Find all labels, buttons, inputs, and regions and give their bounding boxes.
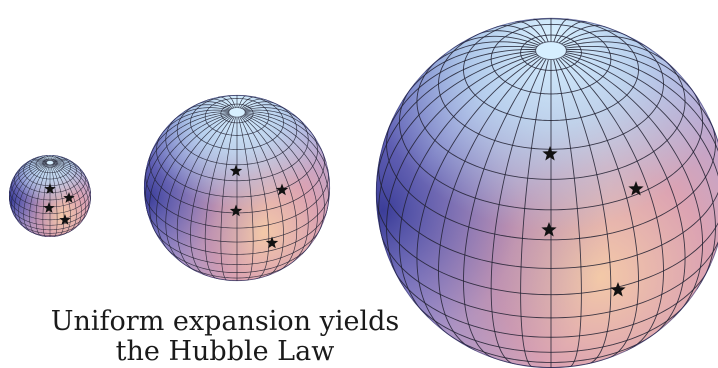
medium-sphere-star-1 — [229, 164, 243, 177]
large-sphere-star-3 — [541, 222, 557, 237]
small-sphere-star-3 — [43, 202, 55, 213]
large-sphere-star-2 — [628, 181, 644, 196]
medium-sphere — [143, 94, 331, 282]
caption-line-2: the Hubble Law — [115, 336, 335, 367]
small-sphere-star-4 — [59, 214, 71, 225]
small-sphere-pole — [46, 160, 54, 165]
large-sphere-grid — [376, 18, 718, 368]
large-sphere-pole — [535, 41, 567, 60]
large-sphere — [375, 17, 718, 368]
large-sphere-star-4 — [610, 282, 626, 297]
medium-sphere-star-3 — [229, 204, 243, 217]
small-sphere-star-1 — [44, 183, 56, 194]
large-sphere-star-1 — [542, 146, 558, 161]
caption-line-1: Uniform expansion yields — [50, 306, 400, 337]
medium-sphere-star-4 — [265, 236, 279, 249]
medium-sphere-pole — [228, 107, 246, 118]
small-sphere — [8, 154, 92, 238]
small-sphere-star-2 — [63, 192, 75, 203]
medium-sphere-star-2 — [275, 183, 289, 196]
medium-sphere-grid — [144, 95, 330, 281]
